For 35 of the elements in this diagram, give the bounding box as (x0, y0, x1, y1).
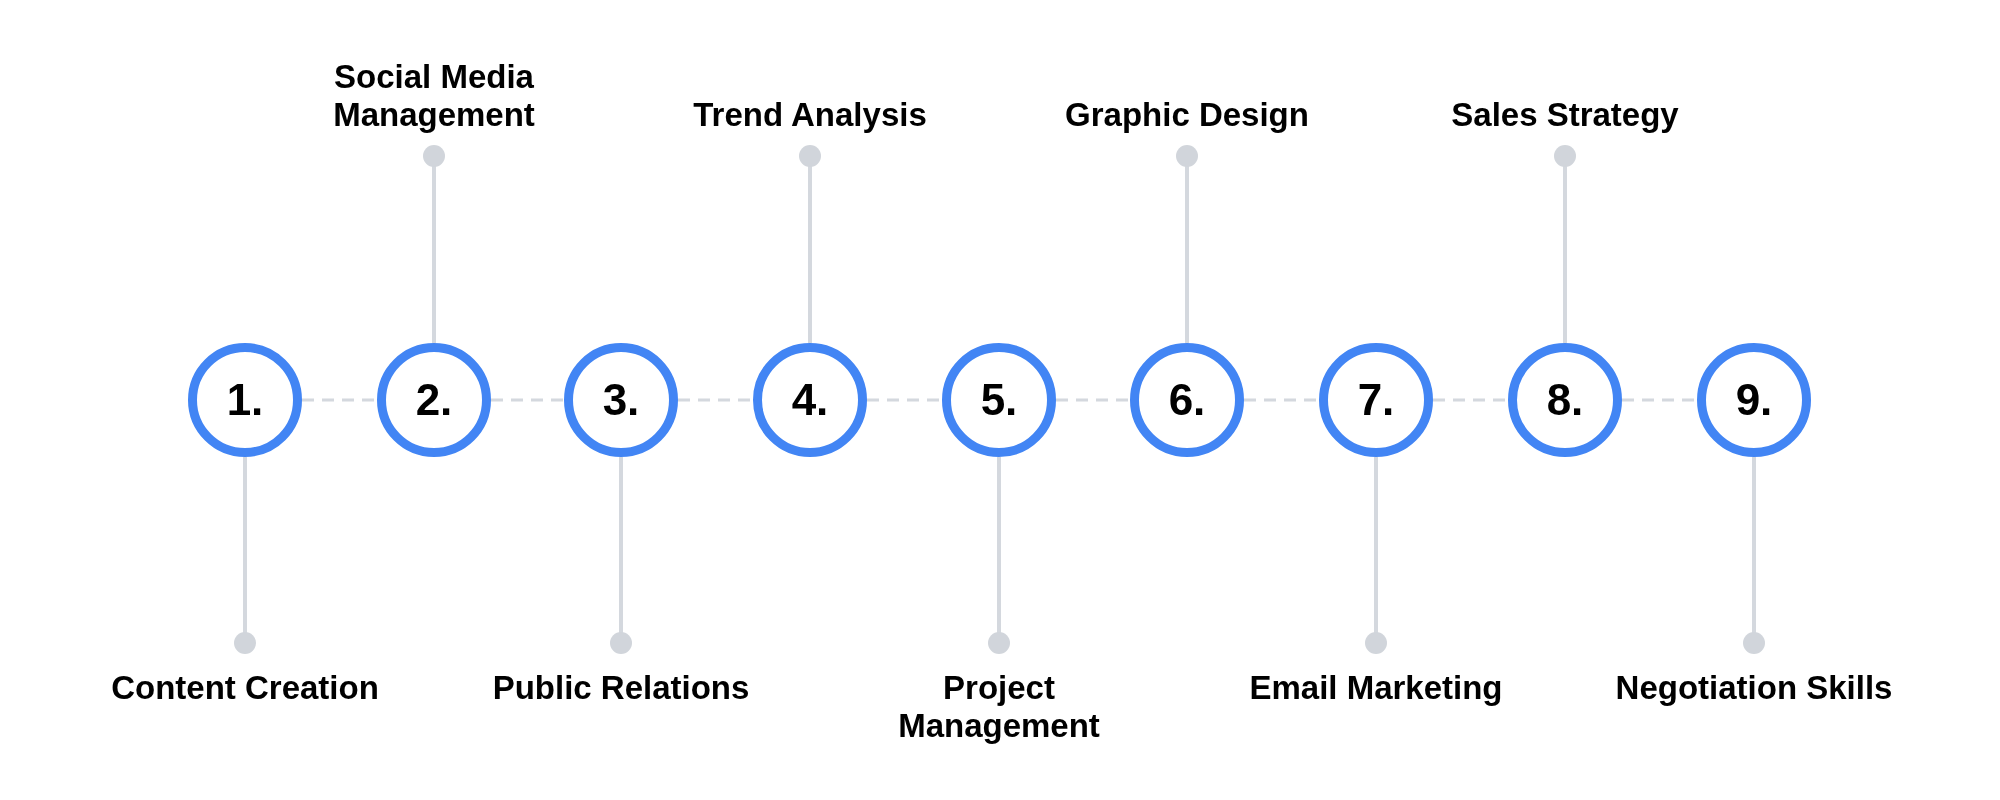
dashed-connector (1244, 398, 1319, 402)
step-number: 3. (602, 375, 640, 425)
leader-line (234, 457, 256, 654)
skill-name: Sales Strategy (1451, 96, 1679, 134)
step-number: 2. (415, 375, 453, 425)
step-number: 1. (226, 375, 264, 425)
step-number: 5. (980, 375, 1018, 425)
step-number: 4. (791, 375, 829, 425)
skill-name: Public Relations (492, 669, 750, 707)
dashed-connector (1433, 398, 1508, 402)
dashed-connector (867, 398, 942, 402)
leader-line (1554, 145, 1576, 343)
step-number: 9. (1735, 375, 1773, 425)
step-number: 6. (1168, 375, 1206, 425)
step-number: 8. (1546, 375, 1584, 425)
skill-name: Email Marketing (1249, 669, 1503, 707)
skill-name: Trend Analysis (693, 96, 927, 134)
leader-line (1365, 457, 1387, 654)
dashed-connector (491, 398, 564, 402)
skill-name: Content Creation (111, 669, 379, 707)
skill-name: Social Media Management (332, 58, 536, 134)
skill-name: Negotiation Skills (1615, 669, 1893, 707)
dashed-connector (1056, 398, 1130, 402)
dashed-connector (302, 398, 377, 402)
dashed-connector (678, 398, 753, 402)
leader-line (1743, 457, 1765, 654)
leader-line (1176, 145, 1198, 343)
leader-line (988, 457, 1010, 654)
leader-line (610, 457, 632, 654)
leader-line (799, 145, 821, 343)
step-number: 7. (1357, 375, 1395, 425)
leader-line (423, 145, 445, 343)
skill-name: Project Management (897, 669, 1101, 745)
dashed-connector (1622, 398, 1697, 402)
skill-name: Graphic Design (1065, 96, 1309, 134)
